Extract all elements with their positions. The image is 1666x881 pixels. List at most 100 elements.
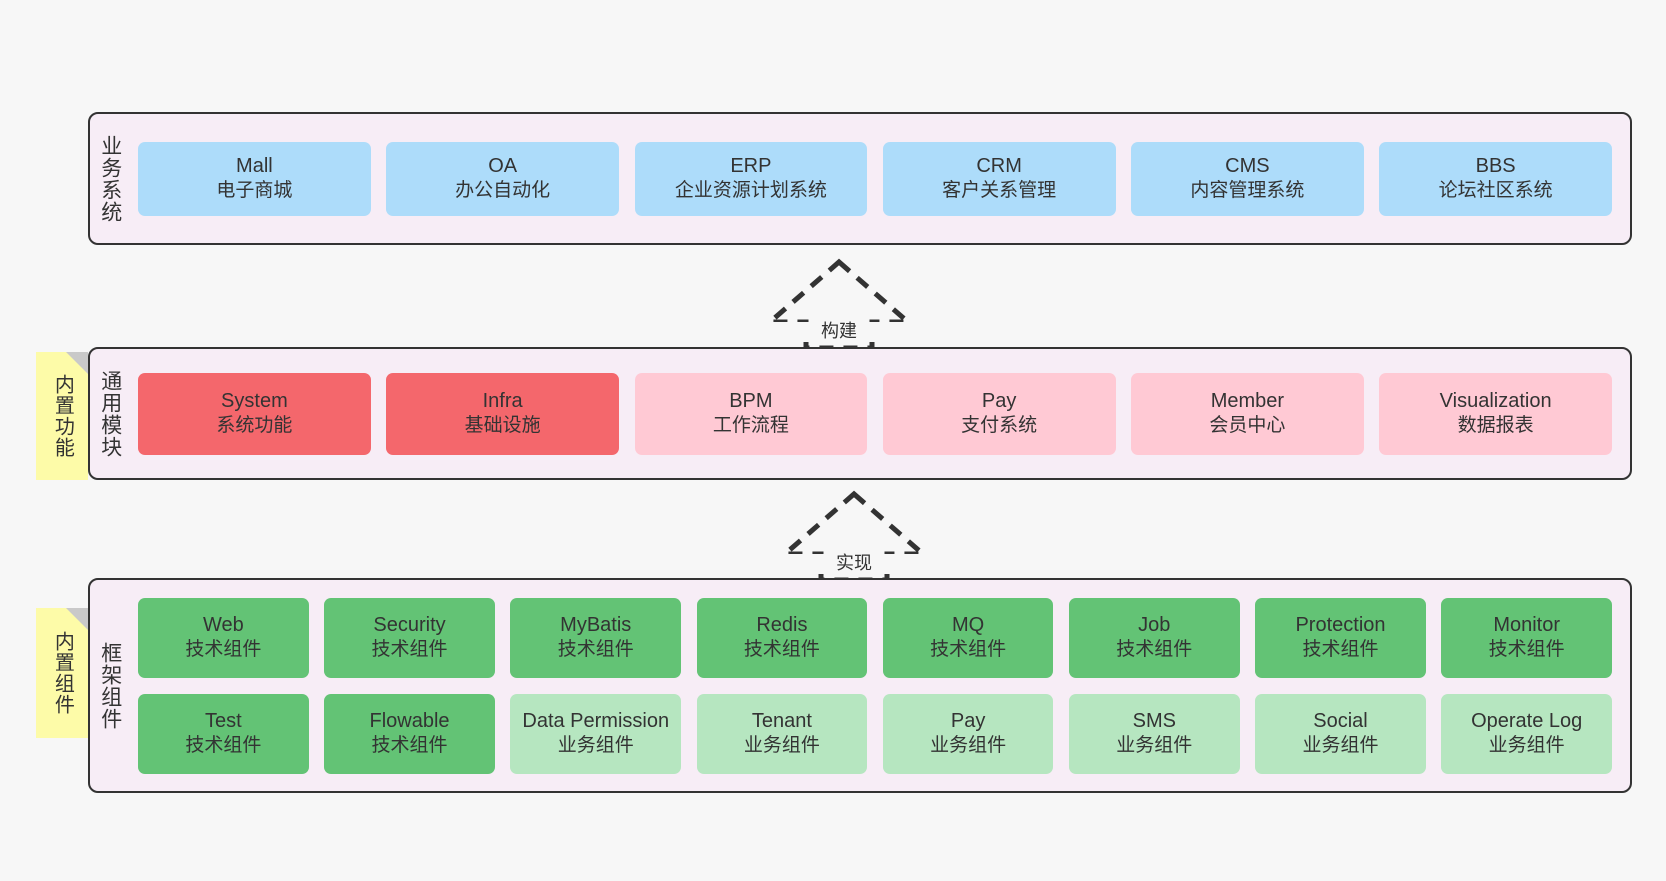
card-title-cn: 业务组件 <box>743 735 820 757</box>
card-sms[interactable]: SMS 业务组件 <box>1068 693 1240 774</box>
card-title-cn: 技术组件 <box>1488 639 1565 661</box>
card-title-en: Social <box>1313 709 1368 732</box>
layer-framework-components: 框架组件 Web 技术组件 Security 技术组件 MyBatis 技术组件… <box>88 578 1632 793</box>
card-title-cn: 业务组件 <box>930 735 1007 757</box>
card-tenant[interactable]: Tenant 业务组件 <box>696 693 868 774</box>
framework-business-components-row: Test 技术组件 Flowable 技术组件 Data Permission … <box>138 693 1613 774</box>
card-infra[interactable]: Infra 基础设施 <box>386 372 620 455</box>
card-pay-component[interactable]: Pay 业务组件 <box>882 693 1054 774</box>
layer-title-business-systems: 业务系统 <box>98 134 122 223</box>
card-title-en: SMS <box>1132 709 1176 732</box>
card-title-en: BBS <box>1475 154 1516 177</box>
card-title-en: Visualization <box>1439 389 1552 412</box>
card-title-cn: 基础设施 <box>464 415 541 437</box>
card-title-cn: 业务组件 <box>1488 735 1565 757</box>
card-title-en: Flowable <box>369 709 450 732</box>
card-monitor[interactable]: Monitor 技术组件 <box>1441 597 1613 678</box>
card-mall[interactable]: Mall 电子商城 <box>138 141 371 216</box>
card-title-en: Monitor <box>1493 613 1561 636</box>
card-title-en: Mall <box>236 154 273 177</box>
card-title-en: BPM <box>729 389 773 412</box>
card-title-cn: 业务组件 <box>557 735 634 757</box>
card-title-en: Redis <box>756 613 808 636</box>
card-title-en: Pay <box>950 709 986 732</box>
card-title-cn: 电子商城 <box>216 180 293 202</box>
card-title-cn: 论坛社区系统 <box>1438 180 1553 202</box>
sticky-note-label: 内置组件 <box>51 631 74 715</box>
card-title-en: Test <box>205 709 242 732</box>
card-title-en: Tenant <box>751 709 812 732</box>
layer-title-framework-components: 框架组件 <box>98 641 122 730</box>
layer-body-common-modules: System 系统功能 Infra 基础设施 BPM 工作流程 Pay 支付系统… <box>130 349 1630 478</box>
common-modules-row: System 系统功能 Infra 基础设施 BPM 工作流程 Pay 支付系统… <box>138 372 1613 455</box>
card-title-en: Infra <box>482 389 523 412</box>
card-title-cn: 技术组件 <box>1116 639 1193 661</box>
card-pay-module[interactable]: Pay 支付系统 <box>882 372 1116 455</box>
card-title-cn: 技术组件 <box>930 639 1007 661</box>
card-test[interactable]: Test 技术组件 <box>138 693 309 774</box>
card-title-en: Protection <box>1295 613 1386 636</box>
card-erp[interactable]: ERP 企业资源计划系统 <box>634 141 868 216</box>
card-oa[interactable]: OA 办公自动化 <box>386 141 620 216</box>
card-title-en: System <box>221 389 288 412</box>
business-systems-row: Mall 电子商城 OA 办公自动化 ERP 企业资源计划系统 CRM 客户关系… <box>138 141 1613 216</box>
card-bpm[interactable]: BPM 工作流程 <box>634 372 868 455</box>
sticky-note-label: 内置功能 <box>51 374 74 458</box>
card-title-cn: 内容管理系统 <box>1190 180 1305 202</box>
card-data-permission[interactable]: Data Permission 业务组件 <box>510 693 682 774</box>
connector-realize: 实现 <box>779 490 929 582</box>
card-title-cn: 技术组件 <box>1302 639 1379 661</box>
card-title-en: CRM <box>976 154 1022 177</box>
card-title-cn: 技术组件 <box>371 639 448 661</box>
card-title-en: Pay <box>981 389 1017 412</box>
dashed-hollow-arrow-up-icon <box>764 258 914 350</box>
layer-title-common-modules: 通用模块 <box>98 369 122 458</box>
card-title-cn: 会员中心 <box>1209 415 1286 437</box>
card-title-en: Operate Log <box>1471 709 1583 732</box>
framework-tech-components-row: Web 技术组件 Security 技术组件 MyBatis 技术组件 Redi… <box>138 597 1613 678</box>
card-title-cn: 工作流程 <box>712 415 789 437</box>
card-mq[interactable]: MQ 技术组件 <box>882 597 1054 678</box>
layer-business-systems: 业务系统 Mall 电子商城 OA 办公自动化 ERP 企业资源计划系统 CRM… <box>88 112 1632 245</box>
card-flowable[interactable]: Flowable 技术组件 <box>324 693 495 774</box>
card-title-en: MQ <box>952 613 985 636</box>
card-title-en: Security <box>373 613 446 636</box>
card-job[interactable]: Job 技术组件 <box>1068 597 1240 678</box>
card-title-cn: 客户关系管理 <box>942 180 1057 202</box>
card-title-cn: 数据报表 <box>1457 415 1534 437</box>
card-system[interactable]: System 系统功能 <box>138 372 371 455</box>
card-title-cn: 技术组件 <box>185 735 262 757</box>
card-redis[interactable]: Redis 技术组件 <box>696 597 868 678</box>
card-bbs[interactable]: BBS 论坛社区系统 <box>1379 141 1613 216</box>
card-cms[interactable]: CMS 内容管理系统 <box>1131 141 1364 216</box>
card-title-cn: 业务组件 <box>1116 735 1193 757</box>
connector-build: 构建 <box>764 258 914 350</box>
card-title-en: Web <box>202 613 244 636</box>
card-title-en: OA <box>488 154 518 177</box>
card-title-cn: 支付系统 <box>961 415 1038 437</box>
card-title-cn: 技术组件 <box>185 639 262 661</box>
card-web[interactable]: Web 技术组件 <box>138 597 309 678</box>
card-title-en: MyBatis <box>560 613 632 636</box>
card-crm[interactable]: CRM 客户关系管理 <box>882 141 1116 216</box>
card-title-en: Data Permission <box>522 709 670 732</box>
sticky-note-builtin-components: 内置组件 <box>36 608 88 738</box>
card-title-cn: 技术组件 <box>557 639 634 661</box>
card-member[interactable]: Member 会员中心 <box>1131 372 1364 455</box>
card-mybatis[interactable]: MyBatis 技术组件 <box>510 597 682 678</box>
layer-common-modules: 通用模块 System 系统功能 Infra 基础设施 BPM 工作流程 Pay… <box>88 347 1632 480</box>
layer-body-business-systems: Mall 电子商城 OA 办公自动化 ERP 企业资源计划系统 CRM 客户关系… <box>130 114 1630 243</box>
card-protection[interactable]: Protection 技术组件 <box>1255 597 1426 678</box>
card-operate-log[interactable]: Operate Log 业务组件 <box>1441 693 1613 774</box>
card-security[interactable]: Security 技术组件 <box>324 597 495 678</box>
card-title-cn: 业务组件 <box>1302 735 1379 757</box>
dashed-hollow-arrow-up-icon <box>779 490 929 582</box>
card-social[interactable]: Social 业务组件 <box>1255 693 1426 774</box>
card-title-cn: 系统功能 <box>216 415 293 437</box>
card-title-en: CMS <box>1225 154 1270 177</box>
card-title-cn: 技术组件 <box>371 735 448 757</box>
card-title-en: Member <box>1210 389 1285 412</box>
card-visualization[interactable]: Visualization 数据报表 <box>1379 372 1613 455</box>
layer-body-framework-components: Web 技术组件 Security 技术组件 MyBatis 技术组件 Redi… <box>130 580 1630 791</box>
